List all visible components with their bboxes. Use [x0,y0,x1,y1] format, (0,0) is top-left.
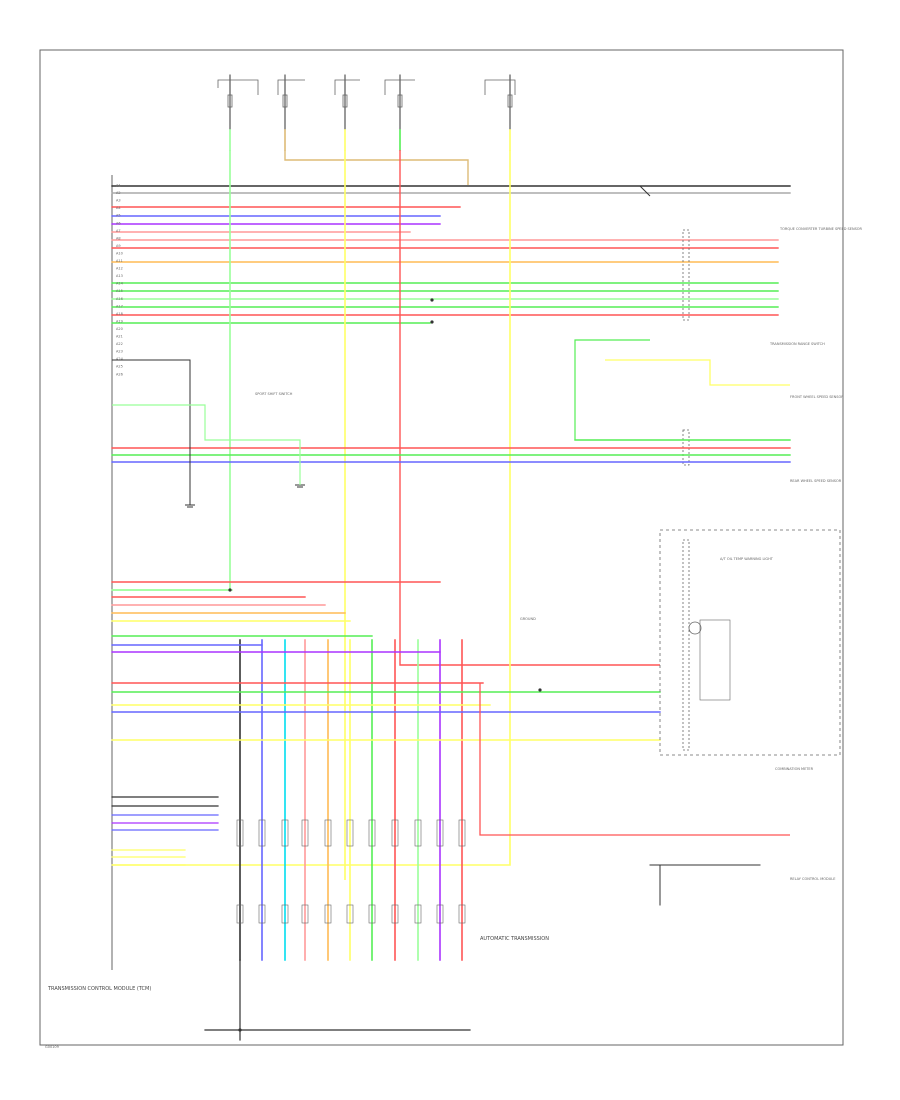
front-wheel-wire [605,359,790,386]
tcm-pin-label: A6 [116,221,121,225]
relay-wire [479,683,790,836]
terminal-icon [368,904,376,924]
tcm-pin-label: A14 [116,282,124,286]
fuse-icon [507,94,513,108]
fuse-box [334,79,360,95]
terminal-icon [258,819,266,847]
splice-dot [538,688,542,692]
terminal-icon [391,819,399,847]
connector-block [682,539,690,751]
fuse-icon [227,94,233,108]
component-caption: RELAY CONTROL MODULE [790,877,835,881]
splice-dot [430,320,434,324]
tcm-pin-label: A21 [116,335,123,339]
wheel-speed-wire [574,339,650,440]
component-caption: GROUND [520,617,536,621]
terminal-icon [436,904,444,924]
tcm-pin-label: A7 [116,229,121,233]
terminal-icon [301,904,309,924]
fuse-box [384,79,415,95]
component-caption: FRONT WHEEL SPEED SENSOR [790,395,844,399]
warning-light-icon [688,621,702,635]
label-layer: A1A2A3A4A5A6A7A8A9A10A11A12A13A14A15A16A… [45,184,863,1050]
terminal-icon [236,904,244,924]
ground-lead [112,359,191,505]
tcm-pin-label: A26 [116,372,123,376]
wire-yel-2 [112,150,511,866]
fuse-box [217,79,259,95]
terminal-icon [346,819,354,847]
terminal-icon [324,819,332,847]
terminal-icon [414,904,422,924]
tcm-pin-label: A1 [116,184,121,188]
terminal-icon [436,819,444,847]
tcm-pin-label: A4 [116,206,121,210]
component-caption: TRANSMISSION RANGE SWITCH [769,342,825,346]
terminal-icon [414,819,422,847]
tcm-pin-label: A19 [116,319,123,323]
tcm-pin-label: A2 [116,191,121,195]
wire-tan [284,150,469,185]
terminal-icon [458,904,466,924]
splice-dot [228,588,232,592]
fuse-box [277,79,305,95]
diagram-frame [39,49,844,1046]
component-caption: REAR WHEEL SPEED SENSOR [790,479,842,483]
fuse-icon [342,94,348,108]
terminal-icon [281,904,289,924]
indicator-module [699,619,731,701]
component-caption: A/T OIL TEMP WARNING LIGHT [720,557,774,561]
fuse-box [484,79,516,95]
tcm-pin-label: A18 [116,312,123,316]
wire-lgrn [112,404,301,485]
tcm-pin-label: A23 [116,350,123,354]
terminal-icon [258,904,266,924]
dash-caption: COMBINATION METER [775,767,814,771]
tcm-pin-label: A15 [116,289,123,293]
terminal-icon [301,819,309,847]
terminal-icon [458,819,466,847]
tcm-pin-label: A24 [116,357,124,361]
terminal-icon [368,819,376,847]
tcm-pin-label: A12 [116,267,123,271]
terminal-icon [391,904,399,924]
tcm-pin-label: A8 [116,236,121,240]
tcm-pin-label: A3 [116,199,121,203]
component-caption: SPORT SHIFT SWITCH [255,392,293,396]
tcm-pin-label: A5 [116,214,121,218]
terminal-icon [324,904,332,924]
wire-layer [39,49,844,1046]
tcm-pin-label: A25 [116,365,123,369]
tcm-caption: TRANSMISSION CONTROL MODULE (TCM) [47,986,151,992]
tcm-pin-label: A9 [116,244,121,248]
bottom-caption: AUTOMATIC TRANSMISSION [480,936,549,942]
fuse-icon [397,94,403,108]
combination-meter-box [659,529,841,756]
terminal-icon [236,819,244,847]
terminal-icon [281,819,289,847]
tcm-pin-label: A13 [116,274,123,278]
tcm-pin-label: A22 [116,342,123,346]
tcm-pin-label: A11 [116,259,123,263]
tcm-pin-label: A16 [116,297,123,301]
wire-red [399,150,660,666]
tcm-pin-label: A20 [116,327,123,331]
terminal-icon [346,904,354,924]
splice-dot [238,1028,242,1032]
tcm-pin-label: A10 [116,251,123,255]
sensor-lead [600,185,651,197]
component-caption: TORQUE CONVERTER TURBINE SPEED SENSOR [779,227,863,231]
fuse-icon [282,94,288,108]
splice-dot [430,298,434,302]
footer-code: G00109 [45,1045,59,1049]
tcm-pin-label: A17 [116,304,123,308]
